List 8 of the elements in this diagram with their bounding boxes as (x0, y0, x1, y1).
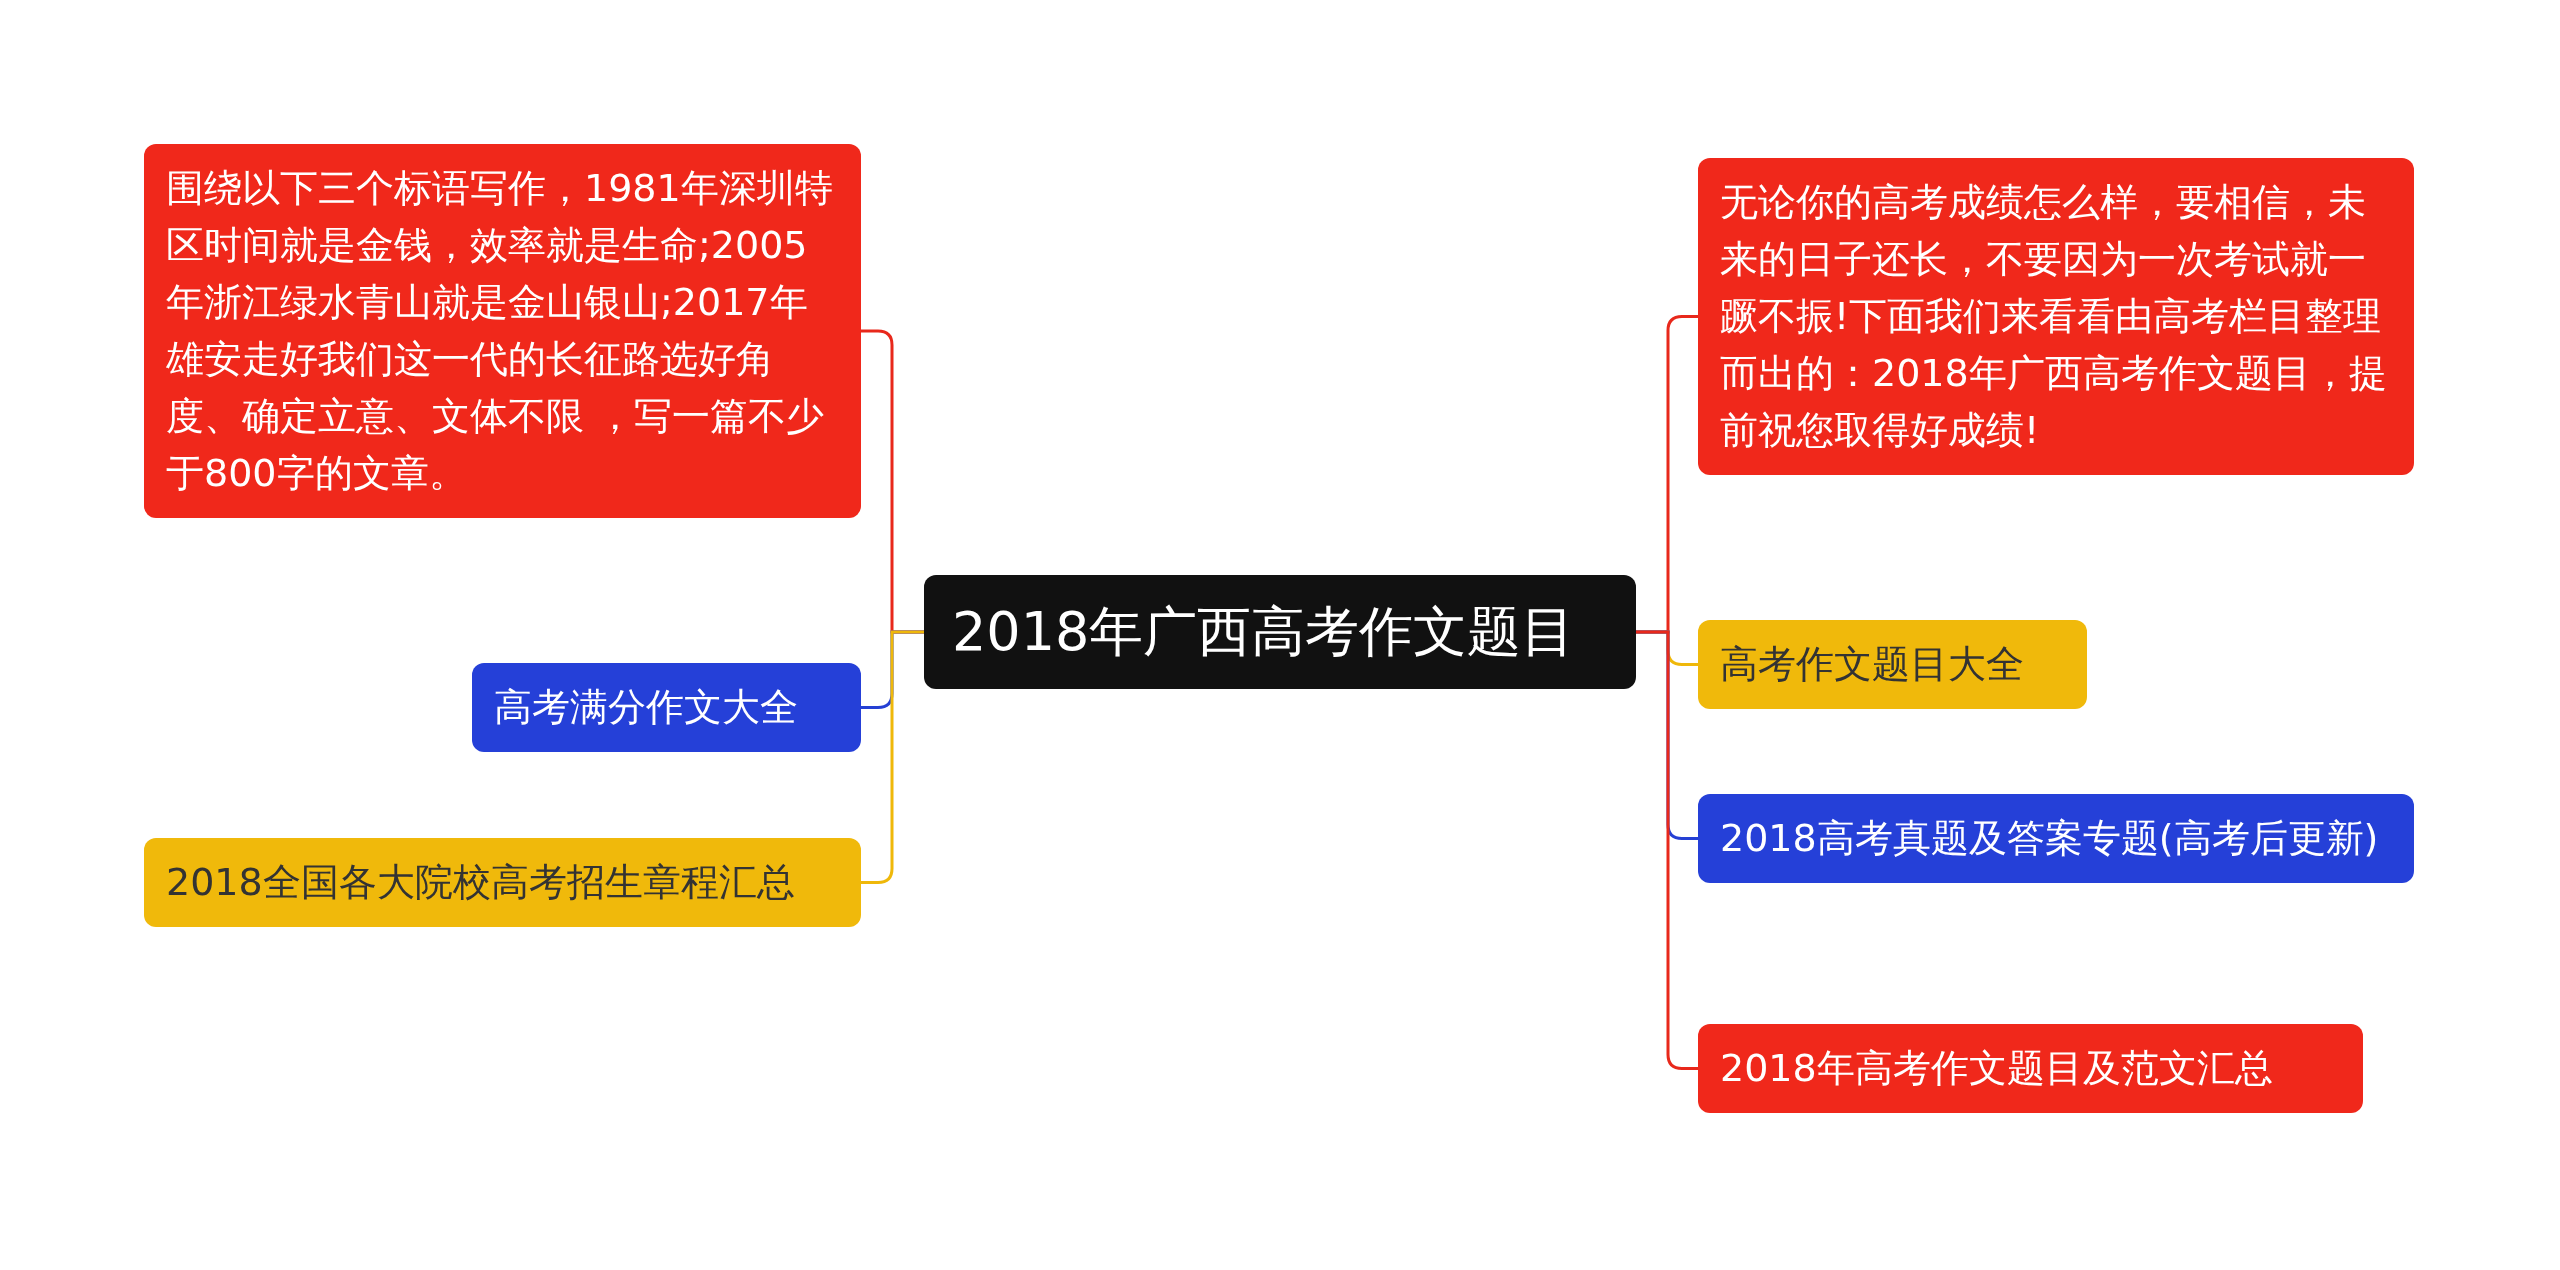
topic-box: 围绕以下三个标语写作，1981年深圳特区时间就是金钱，效率就是生命;2005年浙江绿水青山就是金山银山;2017年雄安走好我们这一代的长征路选好角度、确定立意、文体不限 ，写一篇不少于800字的文章。 (144, 144, 861, 518)
central-topic-box: 2018年广西高考作文题目 (924, 575, 1636, 690)
topic-box: 高考满分作文大全 (472, 663, 861, 752)
topic-box: 2018年高考作文题目及范文汇总 (1698, 1024, 2363, 1113)
topic-box: 2018全国各大院校高考招生章程汇总 (144, 838, 861, 927)
topic-box: 2018高考真题及答案专题(高考后更新) (1698, 794, 2414, 883)
topic-box: 无论你的高考成绩怎么样，要相信，未来的日子还长，不要因为一次考试就一蹶不振!下面我们来看看由高考栏目整理而出的：2018年广西高考作文题目，提前祝您取得好成绩! (1698, 158, 2414, 475)
topic-box: 高考作文题目大全 (1698, 620, 2087, 709)
